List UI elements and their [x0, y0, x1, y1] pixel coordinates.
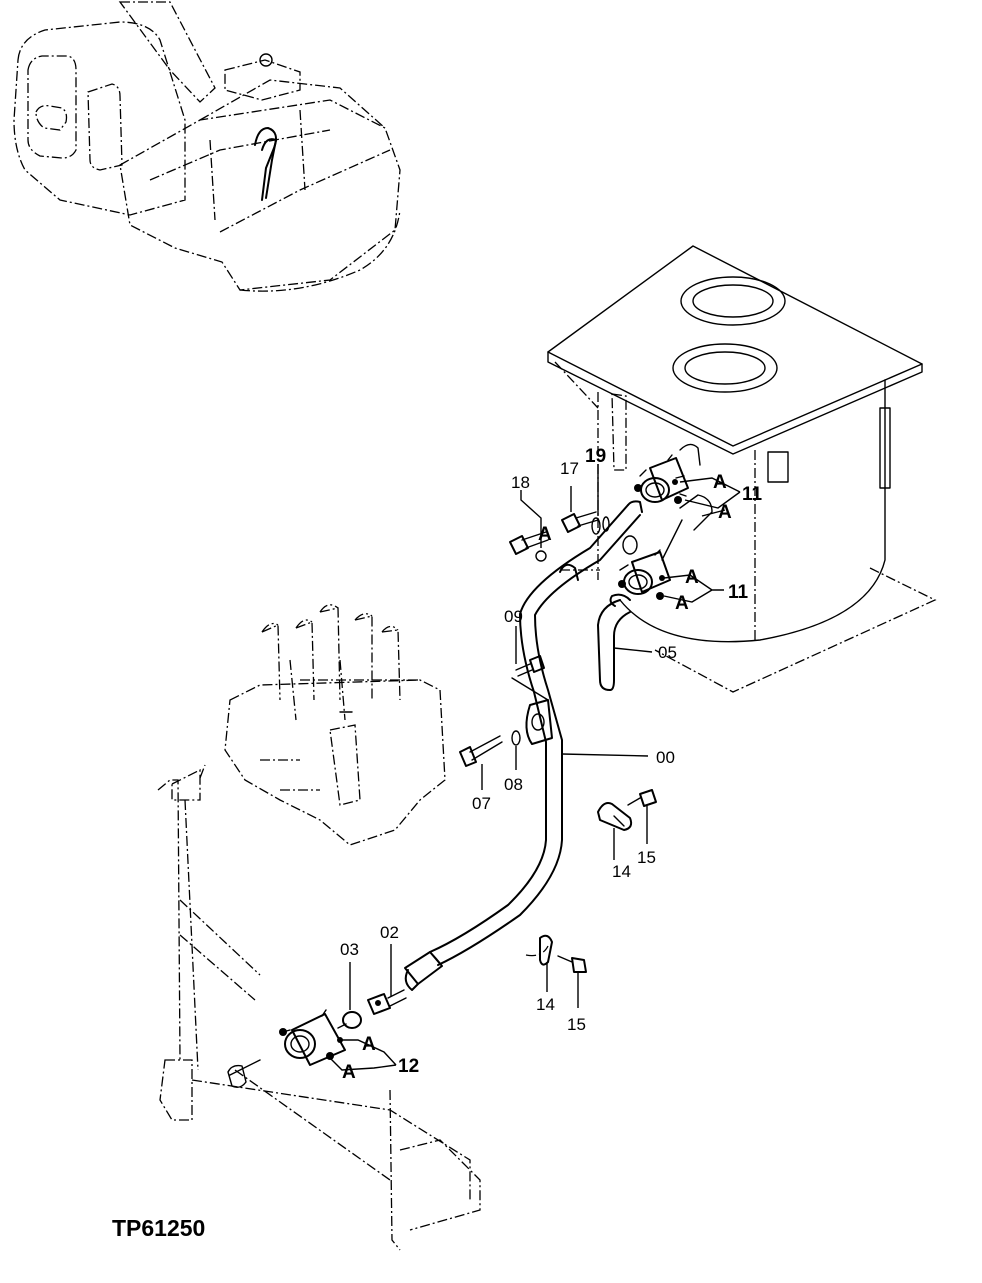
- callout-07: 07: [472, 794, 491, 813]
- callout-a-3: A: [718, 502, 732, 523]
- pipe-00: [404, 500, 643, 991]
- callout-08: 08: [504, 775, 523, 794]
- figure-id: TP61250: [112, 1215, 205, 1241]
- callout-15-lower: 15: [567, 1015, 586, 1034]
- callout-a-4: A: [685, 567, 699, 588]
- bolt-17: [561, 511, 599, 533]
- oring-03: [342, 1011, 362, 1029]
- callout-labels: 18 17 19 A A A 11 A A 11 05 09 00 08 07 …: [340, 446, 763, 1083]
- callout-a-6: A: [362, 1034, 376, 1055]
- callout-a-5: A: [675, 593, 689, 614]
- machine-overview: [13, 1, 401, 292]
- hydraulic-tank: [547, 245, 937, 693]
- adapter-02: [367, 989, 407, 1015]
- hose-clamp-11-upper: [634, 454, 689, 504]
- callout-05: 05: [658, 643, 677, 662]
- bolt-15-lower: [557, 955, 587, 973]
- callout-14-lower: 14: [536, 995, 555, 1014]
- callout-19: 19: [585, 446, 606, 467]
- callout-03: 03: [340, 940, 359, 959]
- bolt-09: [511, 655, 549, 701]
- hose-clamp-11-lower: [618, 549, 671, 600]
- callout-a-2: A: [713, 472, 727, 493]
- leader-lines: [329, 464, 741, 1071]
- clip-14-upper: [597, 802, 633, 831]
- callout-17: 17: [560, 459, 579, 478]
- callout-18: 18: [511, 473, 530, 492]
- callout-12: 12: [398, 1056, 419, 1077]
- callout-14-upper: 14: [612, 862, 631, 881]
- pipe-05: [597, 593, 631, 691]
- callout-a-1: A: [538, 524, 552, 545]
- oil-cooler: [157, 764, 481, 1251]
- callout-11-lower: 11: [728, 582, 749, 603]
- clip-14-lower: [539, 934, 553, 966]
- flange-with-oring: [511, 699, 553, 746]
- bolt-15-upper: [627, 789, 657, 807]
- bolt-07: [459, 735, 503, 767]
- callout-00: 00: [656, 748, 675, 767]
- callout-11-upper: 11: [742, 484, 763, 505]
- bolt-18: [509, 531, 549, 562]
- hose-clamp-12: [279, 1009, 347, 1066]
- callout-15-upper: 15: [637, 848, 656, 867]
- callout-02: 02: [380, 923, 399, 942]
- control-valve: [224, 604, 446, 846]
- washer-19: [591, 516, 610, 535]
- callout-09: 09: [504, 607, 523, 626]
- callout-a-7: A: [342, 1062, 356, 1083]
